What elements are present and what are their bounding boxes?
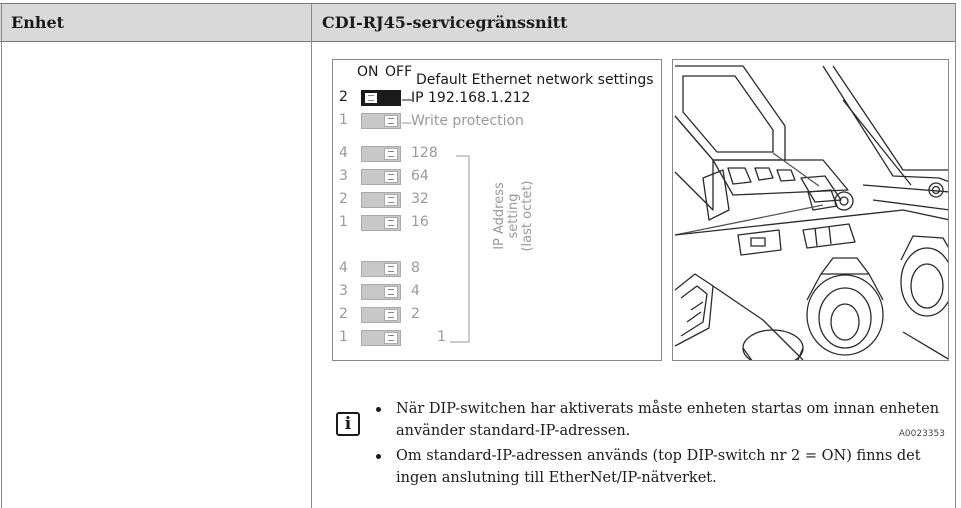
dip-switch-number: 4: [339, 260, 348, 276]
default-settings-title: Default Ethernet network settings: [416, 72, 654, 88]
dip-switch-value: 16: [411, 214, 429, 230]
dip-switch-knob: [384, 332, 398, 344]
dip-switch-number: 3: [339, 168, 348, 184]
dip-switch-number: 1: [339, 329, 348, 345]
ip-address-setting-label: IP Address setting (last octet): [492, 180, 535, 252]
dip-switch-value: 2: [411, 306, 420, 322]
dip-switch-knob: [384, 263, 398, 275]
dip-switch-toggle: [361, 215, 401, 231]
dip-switch-knob: [384, 148, 398, 160]
dip-switch-row: 1: [333, 112, 473, 129]
dip-switch-figure: ON OFF Default Ethernet network settings…: [332, 59, 952, 439]
dip-switch-number: 2: [339, 191, 348, 207]
dip-switch-toggle: [361, 169, 401, 185]
dip-switch-value: 8: [411, 260, 420, 276]
dip-switch-value: 1: [437, 329, 446, 345]
dip-switch-value: 4: [411, 283, 420, 299]
table-column-divider: [311, 3, 312, 508]
dip-switch-value: 64: [411, 168, 429, 184]
transmitter-housing-drawing: [674, 65, 948, 360]
dip-switch-toggle: [361, 146, 401, 162]
dip-switch-toggle: [361, 307, 401, 323]
dip-switch-row: 4 128: [333, 145, 473, 162]
dip-switch-knob: [384, 171, 398, 183]
dip-switch-toggle: [361, 90, 401, 106]
dip-switch-row: 2: [333, 89, 473, 106]
dip-switch-row: 2 32: [333, 191, 473, 208]
dip-switch-knob: [384, 115, 398, 127]
dip-switch-value: 128: [411, 145, 438, 161]
dip-switch-number: 4: [339, 145, 348, 161]
dip-switch-number: 1: [339, 112, 348, 128]
note-bullet: Om standard-IP-adressen används (top DIP…: [372, 445, 961, 489]
info-icon: i: [336, 412, 360, 436]
dip-switch-knob: [384, 217, 398, 229]
table-header-row: Enhet CDI-RJ45-servicegränssnitt: [0, 3, 956, 42]
dip-switch-panel: ON OFF Default Ethernet network settings…: [332, 59, 662, 361]
dip-switch-toggle: [361, 330, 401, 346]
on-label: ON: [357, 64, 379, 80]
dip-bracket-lines: [402, 99, 470, 343]
dip-switch-toggle: [361, 284, 401, 300]
dip-switch-row: 3 64: [333, 168, 473, 185]
dip-switch-value: 32: [411, 191, 429, 207]
write-protection-label: Write protection: [411, 113, 524, 129]
table-border-right: [955, 3, 956, 508]
off-label: OFF: [385, 64, 413, 80]
enclosure-illustration: [672, 59, 949, 361]
note-bullet: När DIP-switchen har aktiverats måste en…: [372, 398, 961, 442]
table-border-left: [1, 3, 2, 508]
dip-switch-number: 2: [339, 306, 348, 322]
ip-default-label: IP 192.168.1.212: [411, 90, 531, 106]
dip-switch-knob: [384, 194, 398, 206]
dip-switch-toggle: [361, 192, 401, 208]
figure-id: A0023353: [898, 429, 945, 439]
dip-switch-toggle: [361, 261, 401, 277]
dip-switch-number: 3: [339, 283, 348, 299]
dip-switch-knob: [384, 286, 398, 298]
note-bullet-list: När DIP-switchen har aktiverats måste en…: [372, 398, 961, 492]
dip-switch-knob: [364, 92, 378, 104]
header-cell-interface: CDI-RJ45-servicegränssnitt: [322, 13, 568, 32]
dip-switch-toggle: [361, 113, 401, 129]
dip-switch-number: 1: [339, 214, 348, 230]
dip-switch-number: 2: [339, 89, 348, 105]
dip-switch-knob: [384, 309, 398, 321]
header-cell-device: Enhet: [11, 13, 65, 32]
dip-switch-row: 1 16: [333, 214, 473, 231]
